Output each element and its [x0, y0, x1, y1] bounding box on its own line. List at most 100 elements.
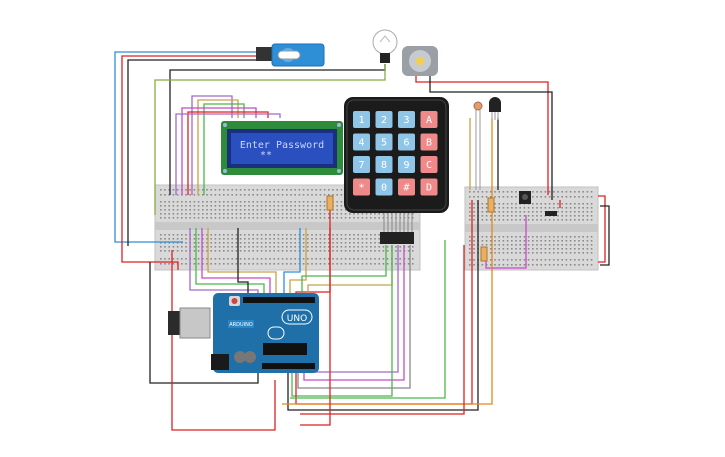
breadboard-hole [494, 264, 496, 266]
breadboard-hole [307, 189, 309, 191]
breadboard-hole [498, 191, 500, 193]
breadboard-hole [481, 215, 484, 217]
keypad-key-label: B [426, 138, 432, 149]
breadboard-hole [164, 258, 166, 260]
breadboard-hole [574, 236, 576, 238]
breadboard-hole [370, 258, 372, 260]
breadboard-hole [578, 264, 580, 266]
breadboard-hole [532, 244, 534, 246]
breadboard-hole [323, 263, 326, 265]
breadboard-hole [223, 238, 225, 240]
breadboard-hole [260, 250, 263, 252]
breadboard-hole [370, 242, 372, 244]
breadboard-hole [582, 252, 584, 254]
breadboard-hole [227, 205, 229, 207]
breadboard-hole [490, 219, 492, 221]
breadboard-hole [286, 209, 288, 211]
breadboard-hole [319, 205, 322, 207]
breadboard-hole [176, 205, 179, 207]
breadboard-hole [235, 234, 238, 236]
breadboard-hole [574, 215, 576, 217]
keypad-key-label: 8 [381, 160, 387, 171]
breadboard-hole [256, 246, 259, 248]
breadboard-hole [206, 250, 208, 252]
breadboard-hole [361, 250, 364, 252]
breadboard-hole [473, 248, 475, 250]
breadboard-hole [469, 219, 471, 221]
breadboard-hole [231, 201, 233, 203]
ir-receiver [519, 191, 531, 204]
breadboard-hole [172, 209, 175, 211]
breadboard-hole [340, 258, 343, 260]
breadboard-hole [536, 248, 538, 250]
breadboard-hole [336, 189, 338, 191]
keypad-key [375, 178, 393, 196]
keypad-key-label: 2 [381, 115, 387, 126]
breadboard-hole [553, 244, 555, 246]
breadboard-hole [206, 189, 208, 191]
breadboard-hole [395, 250, 397, 252]
arduino-brand-label: ARDUINO [229, 322, 253, 328]
breadboard-hole [553, 191, 555, 193]
breadboard-hole [160, 209, 162, 211]
breadboard-hole [332, 238, 334, 240]
breadboard-hole [168, 234, 170, 236]
breadboard-hole [511, 244, 513, 246]
breadboard-hole [214, 234, 217, 236]
breadboard-hole [357, 250, 359, 252]
breadboard-hole [176, 189, 179, 191]
breadboard-hole [269, 263, 271, 265]
breadboard-hole [160, 205, 162, 207]
breadboard-hole [235, 213, 238, 215]
breadboard-hole [235, 209, 238, 211]
breadboard-hole [490, 236, 492, 238]
breadboard-hole [365, 234, 368, 236]
breadboard-hole [281, 205, 284, 207]
breadboard-hole [235, 217, 238, 219]
breadboard-hole [481, 264, 484, 266]
breadboard-hole [378, 234, 380, 236]
breadboard-hole [172, 194, 175, 196]
breadboard-hole [214, 238, 217, 240]
breadboard-hole [223, 246, 225, 248]
breadboard-hole [223, 201, 225, 203]
breadboard-hole [469, 259, 471, 261]
breadboard-hole [540, 236, 542, 238]
breadboard-hole [218, 189, 221, 191]
breadboard-hole [307, 201, 309, 203]
breadboard-hole [557, 248, 559, 250]
breadboard-hole [490, 196, 492, 198]
breadboard-hole [248, 238, 250, 240]
breadboard-hole [569, 203, 572, 205]
breadboard-hole [193, 194, 196, 196]
breadboard-hole [498, 196, 500, 198]
breadboard-hole [506, 207, 509, 209]
breadboard-hole [269, 201, 271, 203]
breadboard-hole [498, 244, 500, 246]
breadboard-hole [473, 191, 475, 193]
breadboard-hole [557, 244, 559, 246]
breadboard-hole [172, 217, 175, 219]
breadboard-hole [273, 213, 275, 215]
breadboard-hole [485, 207, 488, 209]
breadboard-hole [536, 207, 538, 209]
breadboard-hole [277, 242, 280, 244]
breadboard-hole [399, 246, 401, 248]
breadboard-hole [168, 250, 170, 252]
breadboard-hole [315, 201, 317, 203]
breadboard-hole [164, 209, 166, 211]
breadboard-hole [481, 244, 484, 246]
breadboard-hole [168, 205, 170, 207]
breadboard-hole [164, 213, 166, 215]
breadboard-hole [498, 203, 500, 205]
breadboard-hole [202, 189, 204, 191]
breadboard-hole [332, 213, 334, 215]
breadboard-hole [469, 203, 471, 205]
breadboard-hole [315, 189, 317, 191]
breadboard-hole [527, 264, 530, 266]
breadboard-hole [197, 213, 200, 215]
breadboard-hole [469, 240, 471, 242]
breadboard-hole [218, 201, 221, 203]
breadboard-hole [281, 246, 284, 248]
breadboard-hole [311, 250, 313, 252]
